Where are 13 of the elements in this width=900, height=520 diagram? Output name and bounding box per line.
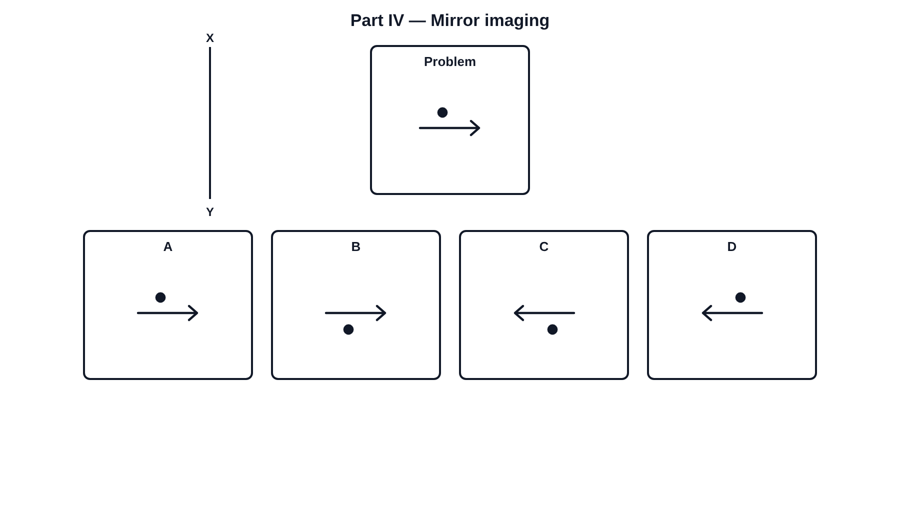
line-end-label: X bbox=[206, 31, 214, 45]
option-panel bbox=[271, 230, 441, 380]
option-panel bbox=[83, 230, 253, 380]
option-label: D bbox=[727, 239, 737, 255]
option-label: C bbox=[539, 239, 549, 255]
diagram-title: Part IV — Mirror imaging bbox=[350, 11, 550, 31]
option-panel bbox=[459, 230, 629, 380]
option-label: B bbox=[351, 239, 361, 255]
panel-heading: Problem bbox=[424, 54, 476, 70]
option-label: A bbox=[163, 239, 173, 255]
option-panel bbox=[647, 230, 817, 380]
line-end-label: Y bbox=[206, 205, 214, 219]
problem-panel bbox=[370, 45, 530, 195]
